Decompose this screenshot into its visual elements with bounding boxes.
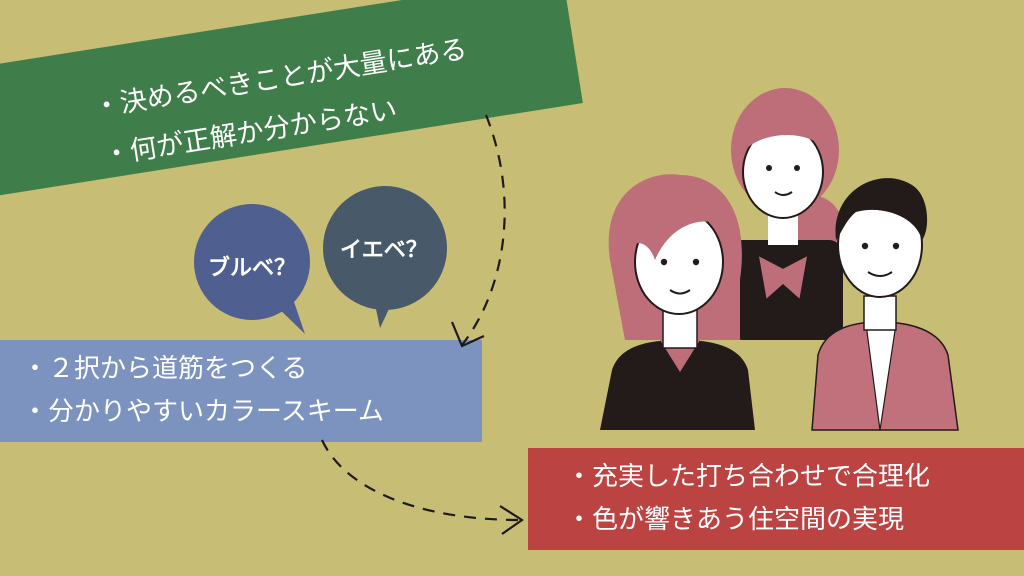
- arrowhead-icon: [499, 505, 524, 535]
- solution-line-1: ・２択から道筋をつくる: [22, 354, 308, 384]
- bubble-label-bluebase: ブルベ？: [208, 256, 297, 281]
- result-line-1: ・充実した打ち合わせで合理化: [566, 462, 931, 492]
- older-woman-scarf-icon: [728, 88, 843, 340]
- solution-line-2: ・分かりやすいカラースキーム: [22, 397, 384, 427]
- dashed-arrow-right-icon: [321, 439, 521, 522]
- dashed-arrow-down-icon: [461, 114, 506, 346]
- arrowhead-icon: [450, 321, 485, 348]
- result-line-2: ・色が響きあう住空間の実現: [566, 505, 905, 535]
- young-man-jacket-icon: [811, 178, 959, 431]
- speech-bubble-bluebase: [194, 204, 310, 334]
- woman-long-hair-icon: [600, 174, 755, 430]
- speech-bubble-yellowbase: [323, 186, 447, 328]
- bubble-label-yellowbase: イエベ？: [340, 238, 428, 263]
- solution-banner: ・２択から道筋をつくる ・分かりやすいカラースキーム: [0, 340, 482, 442]
- result-banner: ・充実した打ち合わせで合理化 ・色が響きあう住空間の実現: [528, 448, 1024, 550]
